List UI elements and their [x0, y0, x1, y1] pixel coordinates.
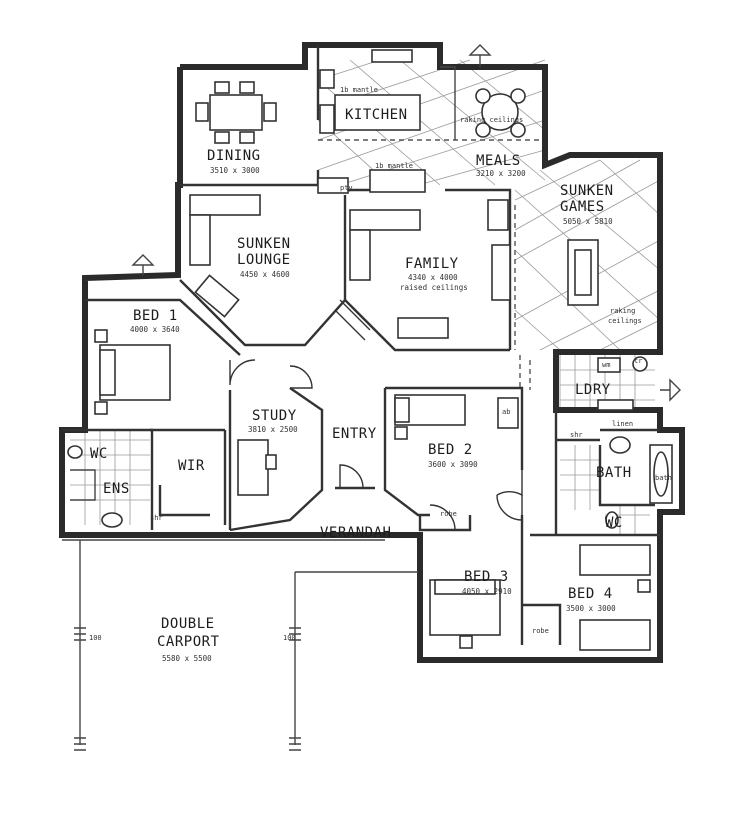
- lounge-label-1: SUNKEN: [237, 236, 291, 252]
- pantry-label: pty: [340, 184, 353, 192]
- mantle-label-2: 1b mantle: [375, 162, 413, 170]
- lounge-sofa: [189, 194, 261, 318]
- wir-label: WIR: [178, 458, 205, 474]
- ab-label: ab: [502, 408, 510, 416]
- meals-label: MEALS: [476, 153, 521, 169]
- meals-raking-note: raking ceilings: [460, 116, 523, 124]
- arrow-markers: [131, 44, 681, 402]
- carport-label-1: DOUBLE: [161, 616, 215, 632]
- bed1-label: BED 1: [133, 308, 178, 324]
- bath-label: BATH: [596, 465, 632, 481]
- linen-label: linen: [612, 420, 633, 428]
- study-label: STUDY: [252, 408, 297, 424]
- tiled-floor-kitchen-meals: [317, 59, 546, 191]
- games-note-2: ceilings: [608, 317, 642, 325]
- family-sofa: [349, 199, 511, 339]
- post-label-2: 100: [283, 634, 296, 642]
- bed4-dim: 3500 x 3000: [566, 604, 616, 613]
- wc-label-bath: WC: [605, 515, 623, 531]
- carport-label-2: CARPORT: [157, 634, 220, 650]
- bed3-label: BED 3: [464, 569, 509, 585]
- lounge-label-2: LOUNGE: [237, 252, 291, 268]
- bath-fixture-label: bath: [655, 474, 672, 482]
- door-swings: [229, 299, 523, 531]
- bed2-dim: 3600 x 3090: [428, 460, 478, 469]
- kitchen-label: KITCHEN: [345, 107, 408, 123]
- external-walls: [59, 42, 685, 663]
- washing-machine-label: wm: [602, 361, 610, 369]
- meals-table: [475, 88, 526, 138]
- mantle-label-1: 1b mantle: [340, 86, 378, 94]
- verandah-carport-outline: [62, 539, 418, 751]
- dining-table: [195, 81, 277, 144]
- carport-dim: 5580 x 5500: [162, 654, 212, 663]
- kitchen-fittings: [317, 49, 426, 194]
- games-dim: 5050 x 5810: [563, 217, 613, 226]
- verandah-label: VERANDAH: [320, 525, 391, 541]
- bed3-furniture: [429, 579, 501, 649]
- family-label: FAMILY: [405, 256, 459, 272]
- internal-walls: [62, 45, 660, 645]
- family-note: raised ceilings: [400, 283, 468, 292]
- wet-area-fixtures: [67, 356, 673, 529]
- entry-label: ENTRY: [332, 426, 377, 442]
- family-dim: 4340 x 4000: [408, 273, 458, 282]
- games-table: [567, 239, 599, 306]
- games-note-1: raking: [610, 307, 635, 315]
- bed1-furniture: [94, 329, 171, 415]
- robe-label-2: robe: [532, 627, 549, 635]
- lounge-dim: 4450 x 4600: [240, 270, 290, 279]
- shr-label: shr: [570, 431, 583, 439]
- bed3-dim: 4050 x 2910: [462, 587, 512, 596]
- trough-label: tr: [634, 357, 642, 365]
- study-desk: [237, 439, 277, 496]
- bed1-dim: 4000 x 3640: [130, 325, 180, 334]
- room-labels: DINING 3510 x 3000 KITCHEN MEALS 3210 x …: [90, 107, 642, 663]
- ens-label: ENS: [103, 481, 130, 497]
- post-label-1: 100: [89, 634, 102, 642]
- dining-label: DINING: [207, 148, 261, 164]
- robe-label: robe: [440, 510, 457, 518]
- bed4-label: BED 4: [568, 586, 613, 602]
- wc-label-ens: WC: [90, 446, 108, 462]
- games-label-2: GAMES: [560, 199, 605, 215]
- bed4-furniture: [579, 544, 651, 651]
- fixture-annotations: pty 1b mantle 1b mantle robe robe linen …: [89, 86, 672, 642]
- shr-label-ens: shr: [150, 514, 163, 522]
- bed2-furniture: [394, 394, 519, 440]
- bed2-label: BED 2: [428, 442, 473, 458]
- ldry-label: LDRY: [575, 382, 611, 398]
- games-label-1: SUNKEN: [560, 183, 614, 199]
- dining-dim: 3510 x 3000: [210, 166, 260, 175]
- meals-dim: 3210 x 3200: [476, 169, 526, 178]
- study-dim: 3810 x 2500: [248, 425, 298, 434]
